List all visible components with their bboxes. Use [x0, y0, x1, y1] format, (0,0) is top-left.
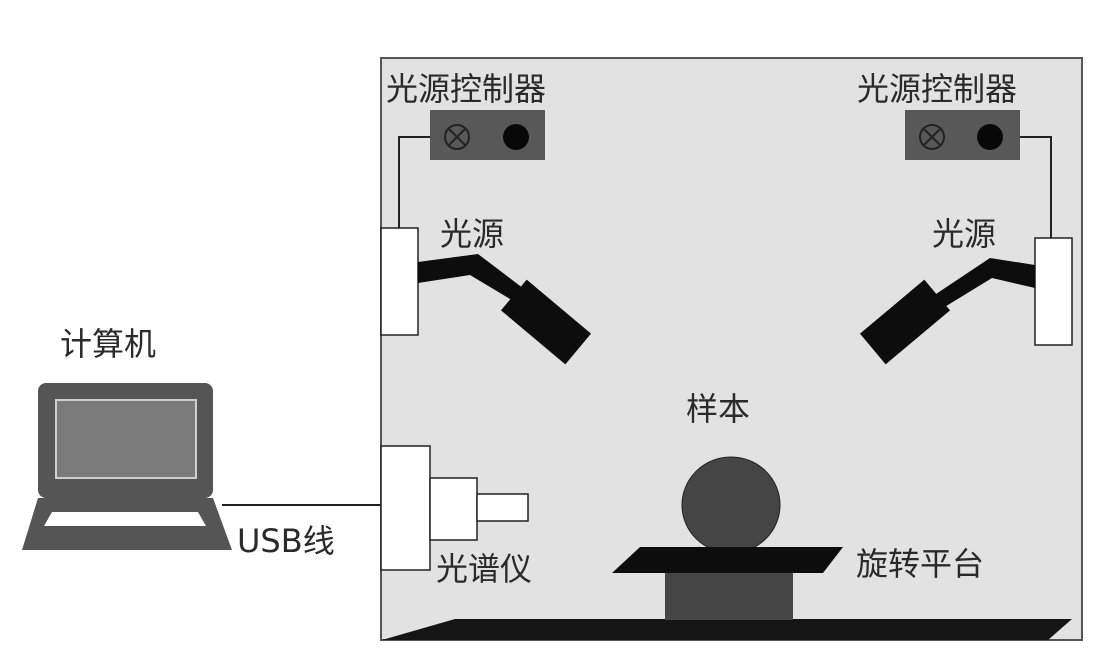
controller-right-label: 光源控制器 [857, 70, 1017, 108]
lamp-indicator-icon [444, 124, 470, 150]
spectrometer-label: 光谱仪 [436, 550, 532, 588]
power-button-icon [977, 124, 1003, 150]
light-source-left [380, 227, 592, 365]
controller-wire-left [398, 136, 430, 228]
light-controller-left [398, 110, 545, 228]
controller-left-label: 光源控制器 [386, 70, 546, 108]
platform-label: 旋转平台 [856, 545, 984, 583]
lamp-indicator-icon [919, 124, 945, 150]
sample-label: 样本 [686, 390, 750, 428]
light-left-label: 光源 [440, 215, 504, 253]
computer-label: 计算机 [60, 325, 156, 363]
rotating-platform [612, 547, 843, 620]
power-button-icon [503, 124, 529, 150]
light-controller-right [905, 110, 1052, 238]
chamber-floor [382, 619, 1072, 640]
spectrometer [380, 445, 529, 571]
usb-label: USB线 [237, 522, 335, 560]
sample [681, 456, 781, 554]
light-right-label: 光源 [932, 215, 996, 253]
controller-wire-right [1020, 136, 1052, 238]
laptop-icon [22, 383, 232, 550]
light-source-right [859, 237, 1073, 365]
